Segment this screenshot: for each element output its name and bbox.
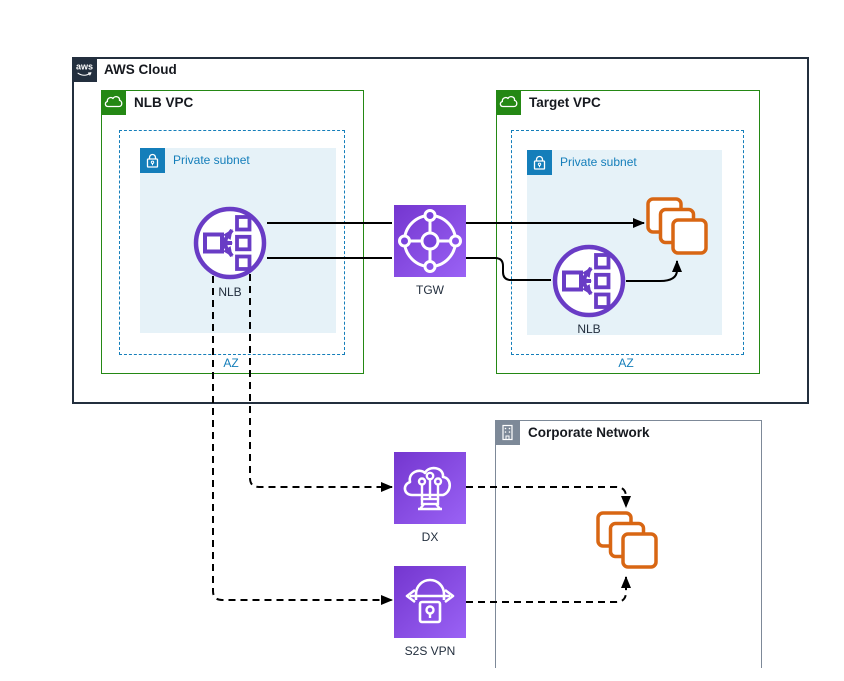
s2s-vpn-label: S2S VPN [404, 644, 456, 658]
private-subnet-lock-icon [140, 148, 165, 173]
nlb-label: NLB [577, 322, 601, 336]
direct-connect-icon [394, 452, 466, 524]
target-vpc-title: Target VPC [529, 95, 601, 110]
private-subnet-lock-icon [527, 150, 552, 175]
aws-logo-icon: aws [72, 57, 97, 82]
aws-cloud-box [72, 57, 809, 404]
corporate-network-box [495, 420, 762, 668]
nlb-vpc-icon [101, 90, 126, 115]
target-vpc-box [496, 90, 760, 374]
network-load-balancer-icon [192, 205, 268, 281]
aws-cloud-title: AWS Cloud [104, 62, 177, 77]
stacked-instances-icon [596, 511, 658, 569]
private-subnet-label: Private subnet [560, 155, 637, 169]
private-subnet-label: Private subnet [173, 153, 250, 167]
corporate-building-icon [495, 420, 520, 445]
nlb-vpc-title: NLB VPC [134, 95, 194, 110]
az-label: AZ [618, 356, 634, 370]
dx-label: DX [421, 530, 439, 544]
az-label: AZ [223, 356, 239, 370]
site-to-site-vpn-icon [394, 566, 466, 638]
target-vpc-az-box [511, 130, 744, 355]
network-load-balancer-icon [551, 243, 627, 319]
svg-text:aws: aws [76, 62, 93, 72]
stacked-instances-icon [646, 197, 708, 255]
nlb-label: NLB [218, 285, 242, 299]
tgw-label: TGW [416, 283, 444, 297]
corporate-network-title: Corporate Network [528, 425, 650, 440]
target-vpc-icon [496, 90, 521, 115]
transit-gateway-icon [394, 205, 466, 277]
